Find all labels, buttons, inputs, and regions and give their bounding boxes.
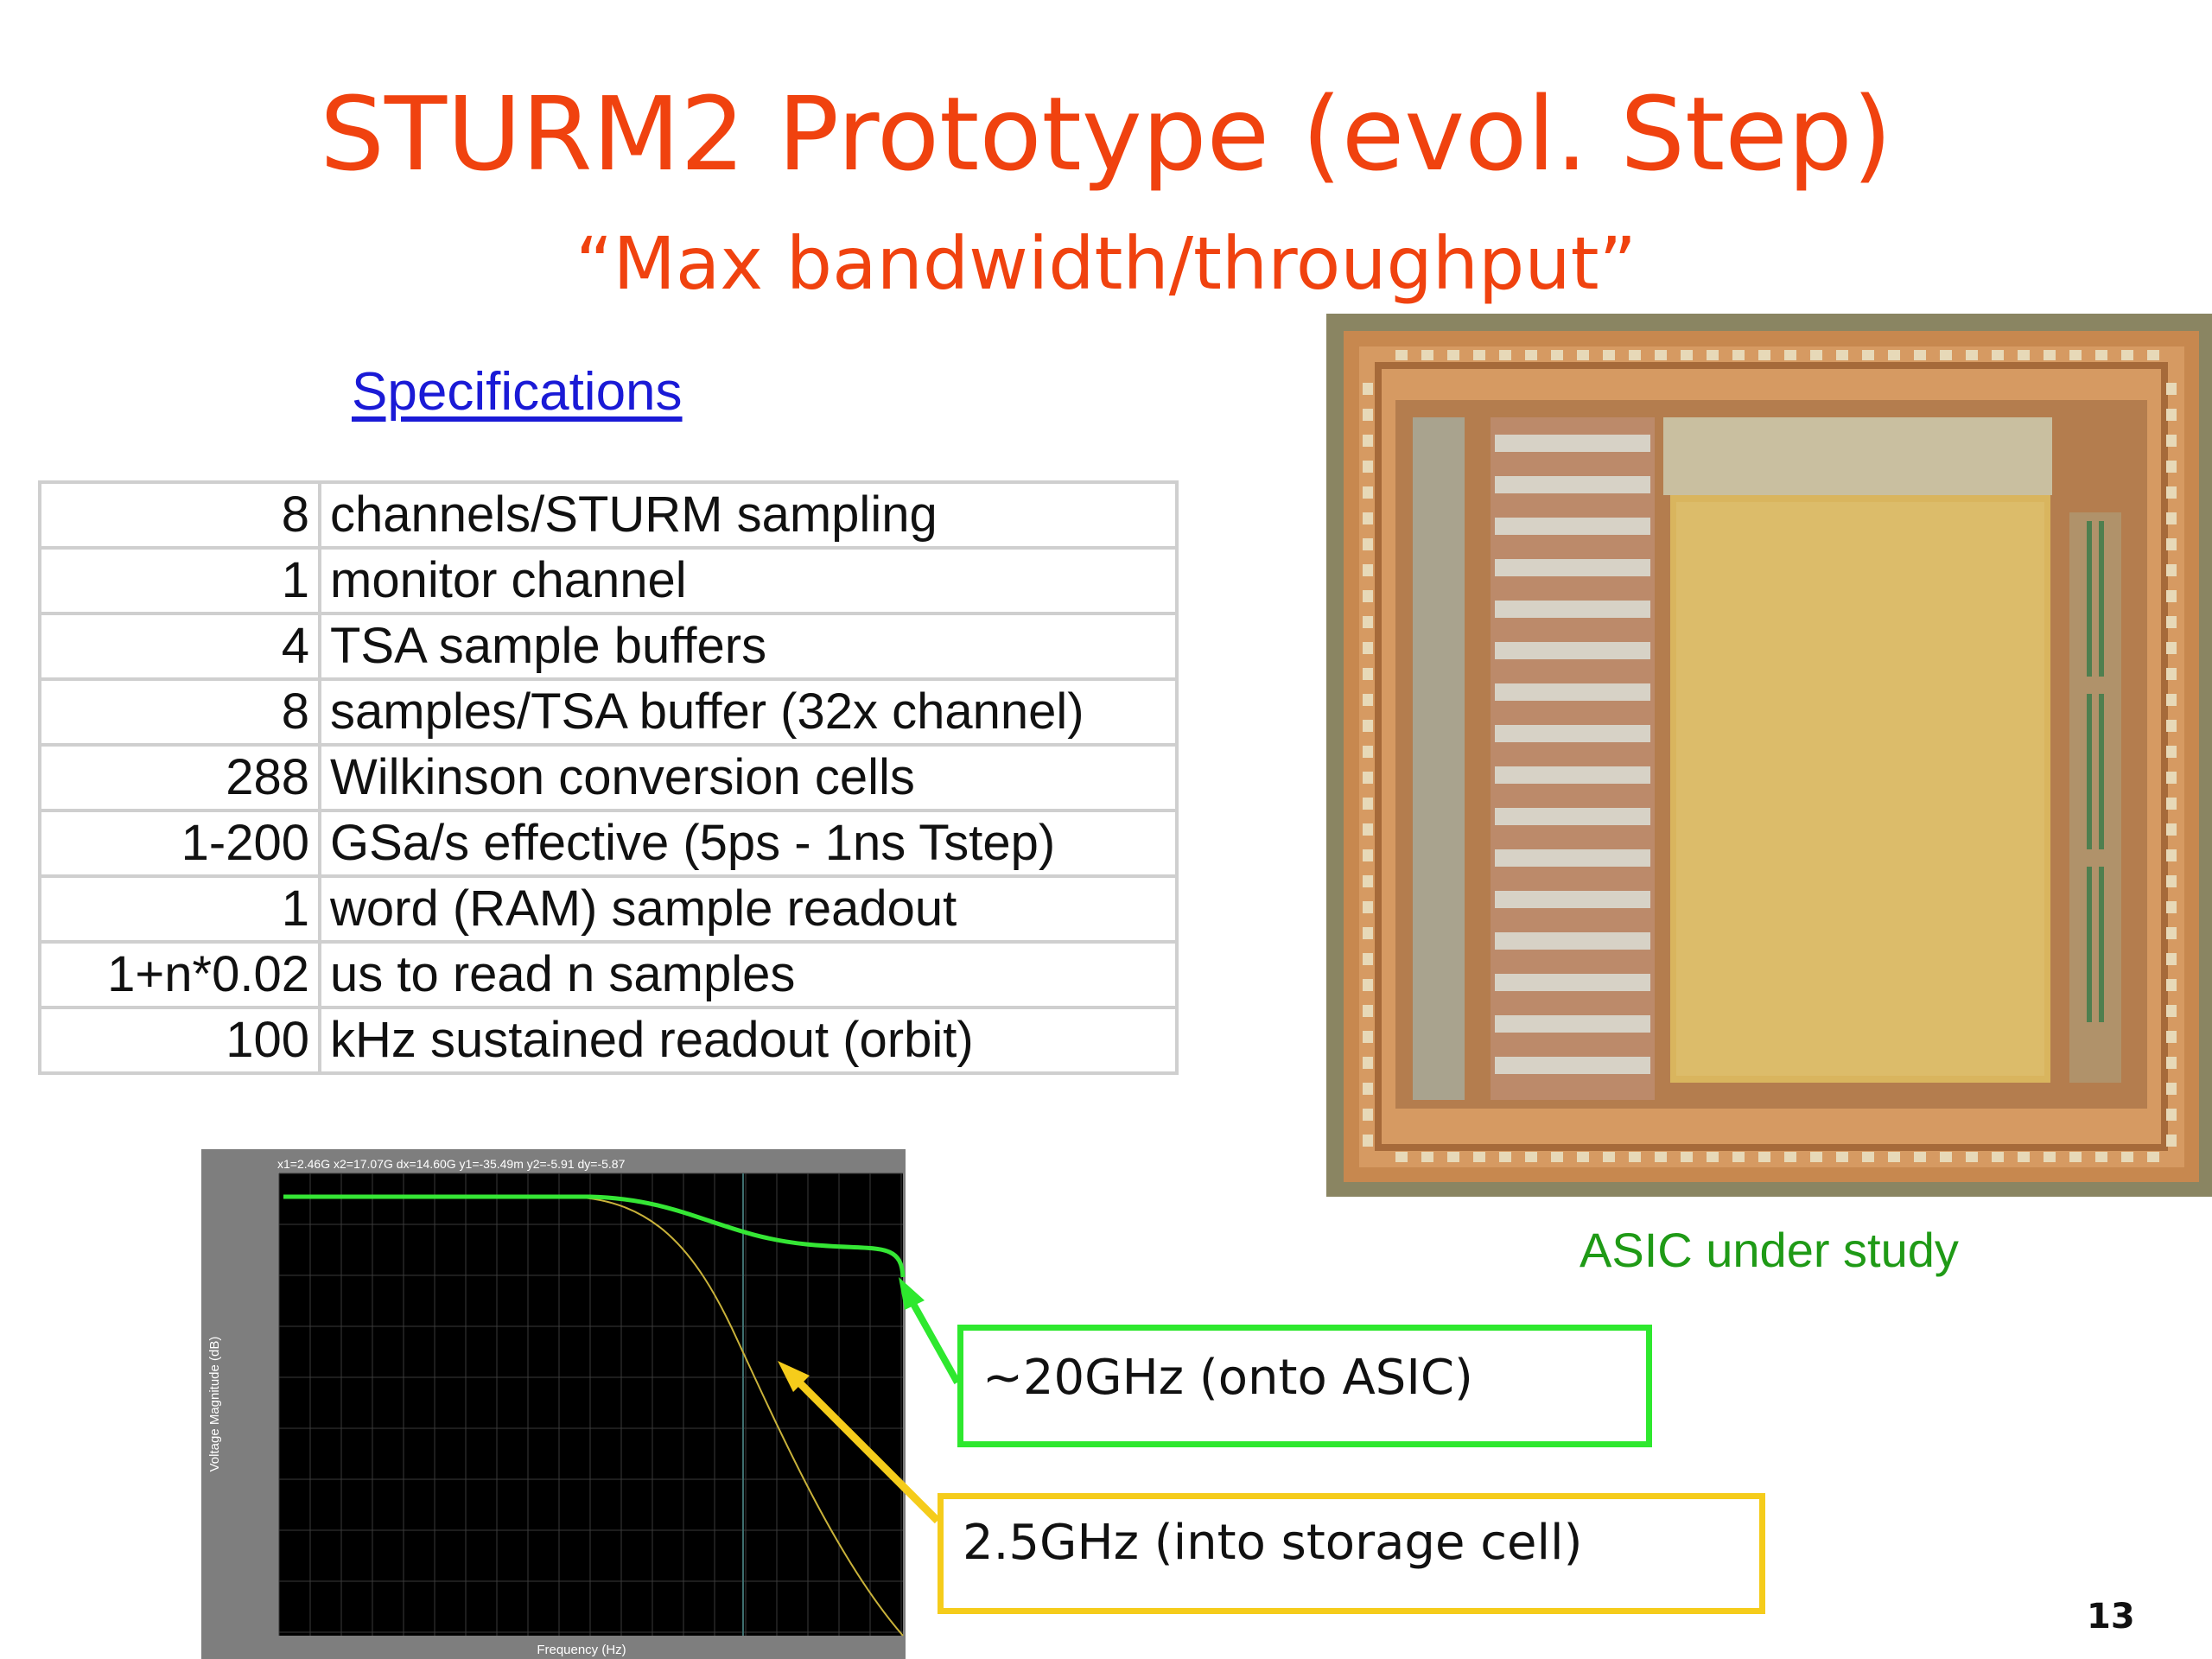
callout-20ghz: ~20GHz (onto ASIC) [957, 1325, 1652, 1447]
slide-title: STURM2 Prototype (evol. Step) [320, 74, 1892, 194]
spec-value: 1-200 [38, 809, 321, 878]
plot-ylabel: Voltage Magnitude (dB) [207, 1337, 222, 1472]
plot-header: x1=2.46G x2=17.07G dx=14.60G y1=-35.49m … [277, 1157, 626, 1171]
callout-2-5ghz: 2.5GHz (into storage cell) [938, 1493, 1765, 1614]
storage-cell-response-curve [283, 1196, 904, 1637]
plot-xlabel: Frequency (Hz) [537, 1643, 626, 1657]
bond-pads-top [1395, 350, 2159, 360]
spec-description: us to read n samples [318, 940, 1179, 1009]
page-number: 13 [2087, 1597, 2135, 1637]
bond-pads-right [2166, 383, 2177, 1147]
spec-description: TSA sample buffers [318, 612, 1179, 681]
spec-value: 100 [38, 1006, 321, 1075]
spec-description: channels/STURM sampling [318, 480, 1179, 550]
spec-value: 1 [38, 546, 321, 615]
spec-description: kHz sustained readout (orbit) [318, 1006, 1179, 1075]
asic-response-curve [283, 1194, 906, 1278]
spec-description: monitor channel [318, 546, 1179, 615]
spec-description: samples/TSA buffer (32x channel) [318, 677, 1179, 747]
spec-value: 8 [38, 480, 321, 550]
asic-caption: ASIC under study [1580, 1223, 1959, 1277]
spec-value: 288 [38, 743, 321, 812]
spec-description: GSa/s effective (5ps - 1ns Tstep) [318, 809, 1179, 878]
spec-value: 1 [38, 874, 321, 944]
frequency-response-plot: x1=2.46G x2=17.07G dx=14.60G y1=-35.49m … [201, 1149, 906, 1659]
sample-cell-array [1495, 435, 1650, 1074]
bond-pads-bottom [1395, 1152, 2159, 1162]
asic-die-photo [1326, 314, 2212, 1197]
spec-description: Wilkinson conversion cells [318, 743, 1179, 812]
bond-pads-left [1363, 383, 1373, 1147]
specifications-link[interactable]: Specifications [352, 362, 683, 422]
spec-value: 1+n*0.02 [38, 940, 321, 1009]
spec-description: word (RAM) sample readout [318, 874, 1179, 944]
slide-subtitle: “Max bandwidth/throughput” [575, 221, 1637, 306]
spec-value: 8 [38, 677, 321, 747]
spec-value: 4 [38, 612, 321, 681]
